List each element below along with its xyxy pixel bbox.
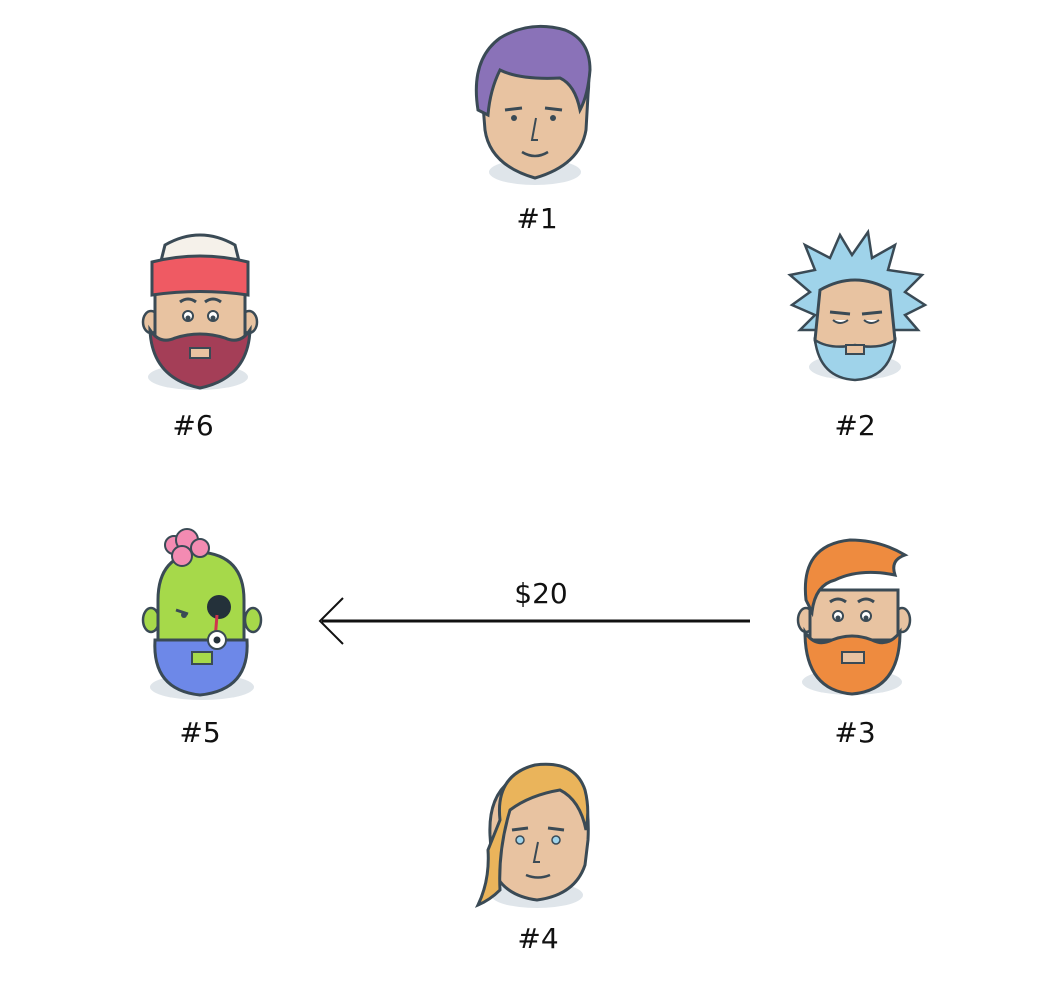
- participant-label-2: #2: [834, 409, 875, 442]
- avatar-3: [796, 538, 912, 696]
- participant-label-5: #5: [179, 716, 220, 749]
- participant-label-4: #4: [517, 922, 558, 955]
- avatar-1: [474, 24, 592, 185]
- participant-label-1: #1: [516, 202, 557, 235]
- avatar-5: [141, 528, 263, 700]
- transfer-arrow: [318, 597, 750, 645]
- avatar-2: [787, 228, 928, 382]
- avatar-4: [474, 762, 590, 908]
- participant-label-6: #6: [172, 409, 213, 442]
- avatar-6: [141, 233, 259, 390]
- transfer-amount: $20: [514, 577, 567, 610]
- participant-label-3: #3: [834, 716, 875, 749]
